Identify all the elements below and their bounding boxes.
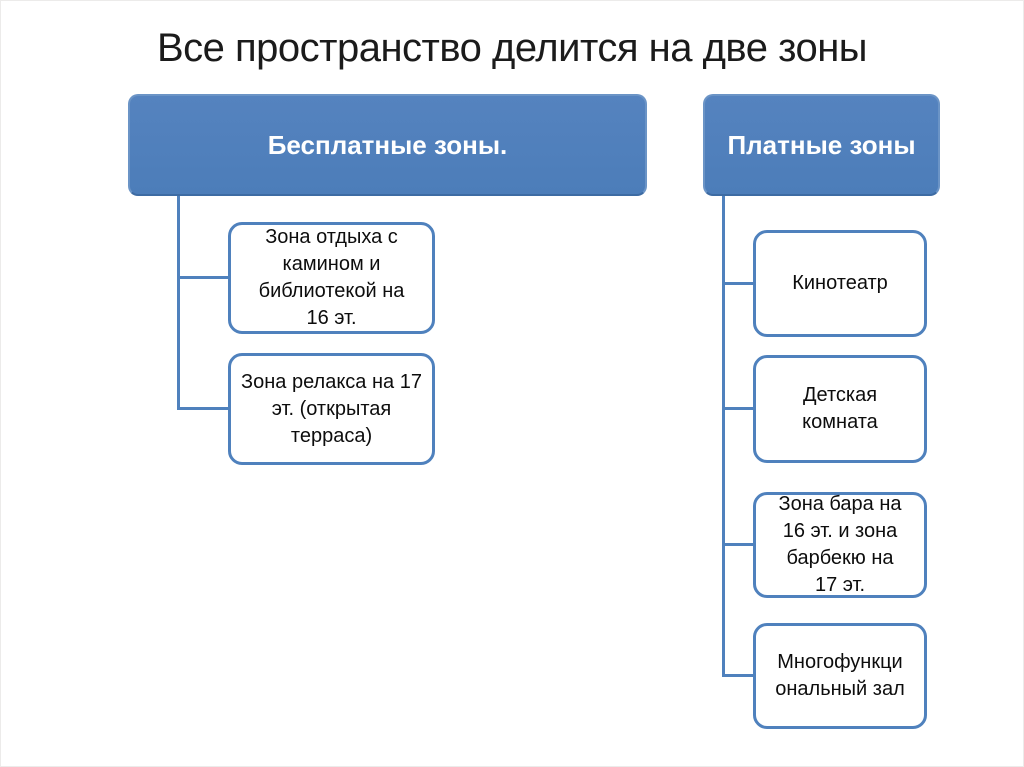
branch-header-free-zones: Бесплатные зоны.	[128, 94, 647, 196]
connector-branch-paid-3	[722, 674, 753, 677]
connector-vertical-paid	[722, 196, 725, 677]
node-free-lounge-fireplace-library: Зона отдыха с камином и библиотекой на 1…	[228, 222, 435, 334]
node-paid-cinema: Кинотеатр	[753, 230, 927, 337]
connector-branch-free-1	[177, 407, 228, 410]
connector-vertical-free	[177, 196, 180, 410]
branch-header-paid-zones: Платные зоны	[703, 94, 940, 196]
connector-branch-free-0	[177, 276, 228, 279]
node-free-relax-terrace: Зона релакса на 17 эт. (открытая терраса…	[228, 353, 435, 465]
connector-branch-paid-0	[722, 282, 753, 285]
connector-branch-paid-1	[722, 407, 753, 410]
node-paid-multifunctional-hall: Многофункци ональный зал	[753, 623, 927, 729]
slide-title: Все пространство делится на две зоны	[156, 26, 868, 70]
node-paid-bar-barbecue: Зона бара на 16 эт. и зона барбекю на 17…	[753, 492, 927, 598]
node-paid-kids-room: Детская комната	[753, 355, 927, 463]
connector-branch-paid-2	[722, 543, 753, 546]
